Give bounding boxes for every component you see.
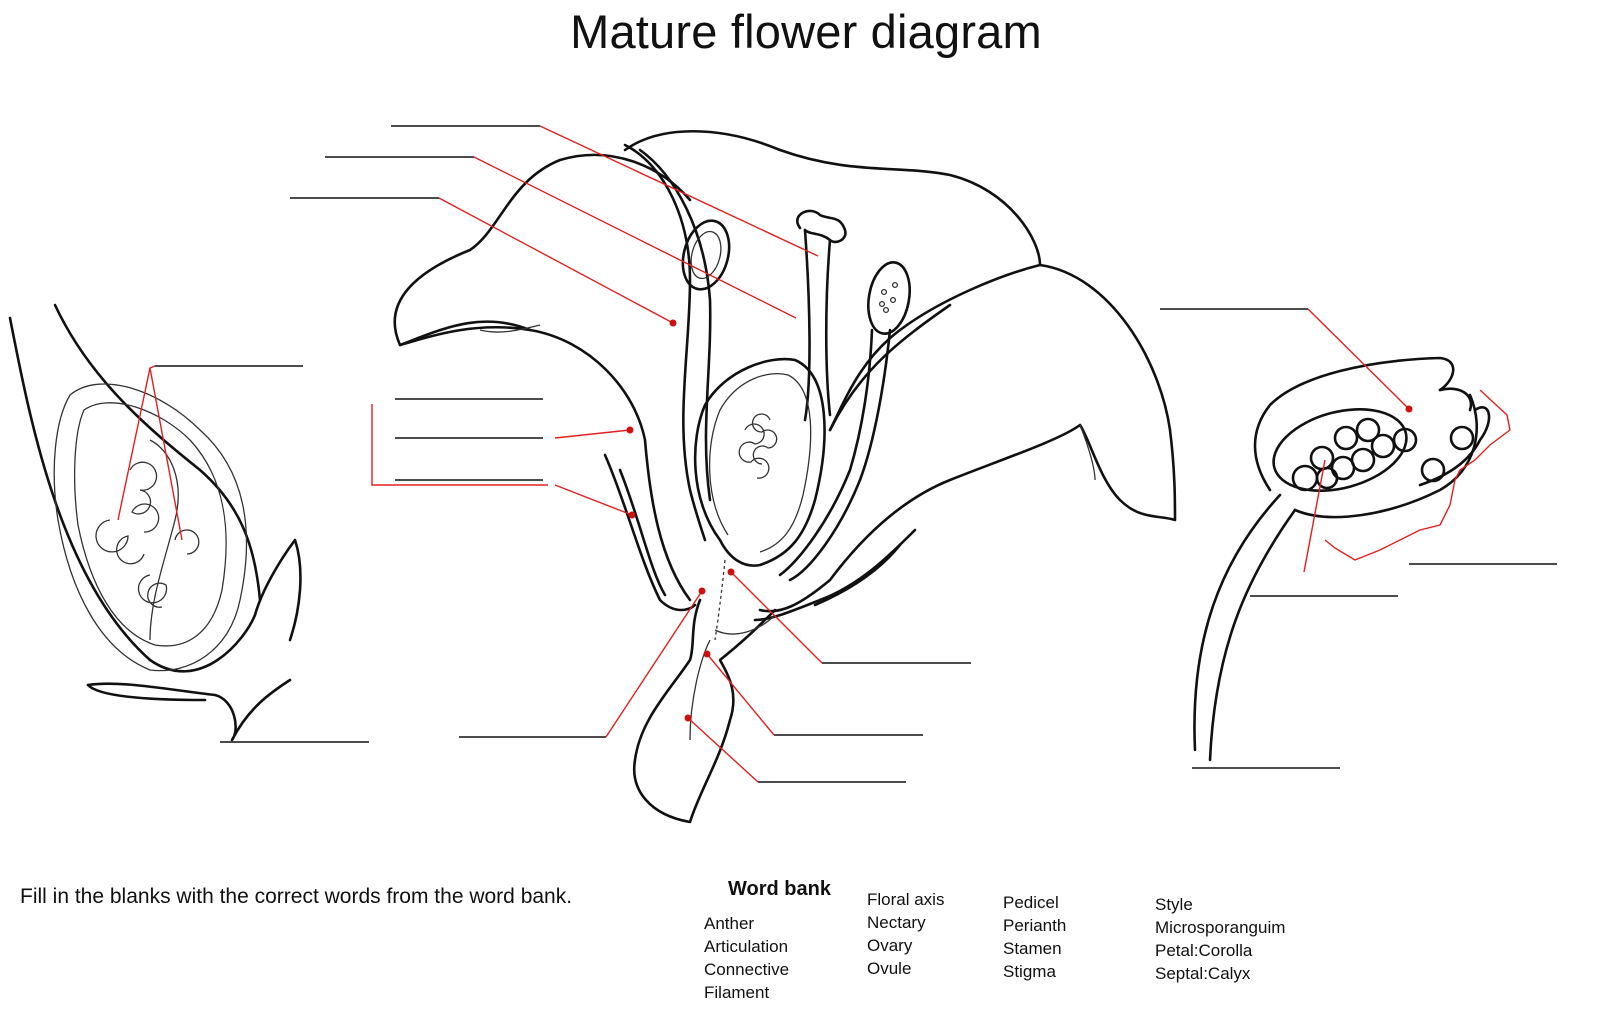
marker-dot [669, 319, 677, 327]
label-markers [626, 319, 1413, 722]
word-bank-column-4: Style Microsporanguim Petal:Corolla Sept… [1155, 893, 1285, 985]
leader-lines [117, 125, 1511, 783]
word-bank-column-3: Pedicel Perianth Stamen Stigma [1003, 891, 1066, 983]
word-bank-term: Nectary [867, 913, 926, 932]
marker-dot [727, 568, 735, 576]
word-bank-column-1: Anther Articulation Connective Filament [704, 912, 789, 1004]
word-bank-term: Pedicel [1003, 893, 1059, 912]
word-bank-term: Petal:Corolla [1155, 941, 1253, 960]
word-bank-term: Anther [704, 914, 755, 933]
page-title: Mature flower diagram [570, 5, 1042, 58]
instructions-text: Fill in the blanks with the correct word… [20, 885, 573, 908]
word-bank-term: Stamen [1003, 939, 1062, 958]
word-bank-term: Style [1155, 895, 1193, 914]
word-bank-term: Ovary [867, 936, 913, 955]
word-bank-heading: Word bank [728, 878, 831, 900]
answer-blanks [155, 125, 1557, 783]
word-bank-term: Ovule [867, 959, 912, 978]
marker-dot [626, 426, 634, 434]
marker-dot [684, 714, 692, 722]
word-bank-term: Articulation [704, 937, 789, 956]
word-bank-term: Septal:Calyx [1155, 964, 1251, 983]
marker-dot [698, 587, 706, 595]
flower-drawing [393, 130, 1177, 824]
word-bank-term: Filament [704, 983, 770, 1002]
anther-section-drawing [1193, 356, 1491, 762]
marker-dot [1405, 405, 1413, 413]
word-bank-term: Microsporanguim [1155, 918, 1286, 937]
word-bank-term: Perianth [1003, 916, 1067, 935]
word-bank-term: Floral axis [867, 890, 945, 909]
word-bank-term: Stigma [1003, 962, 1056, 981]
ovary-section-drawing [8, 303, 302, 742]
word-bank-column-2: Floral axis Nectary Ovary Ovule [867, 888, 944, 980]
word-bank-term: Connective [704, 960, 790, 979]
marker-dot [703, 650, 711, 658]
marker-dot [628, 511, 636, 519]
